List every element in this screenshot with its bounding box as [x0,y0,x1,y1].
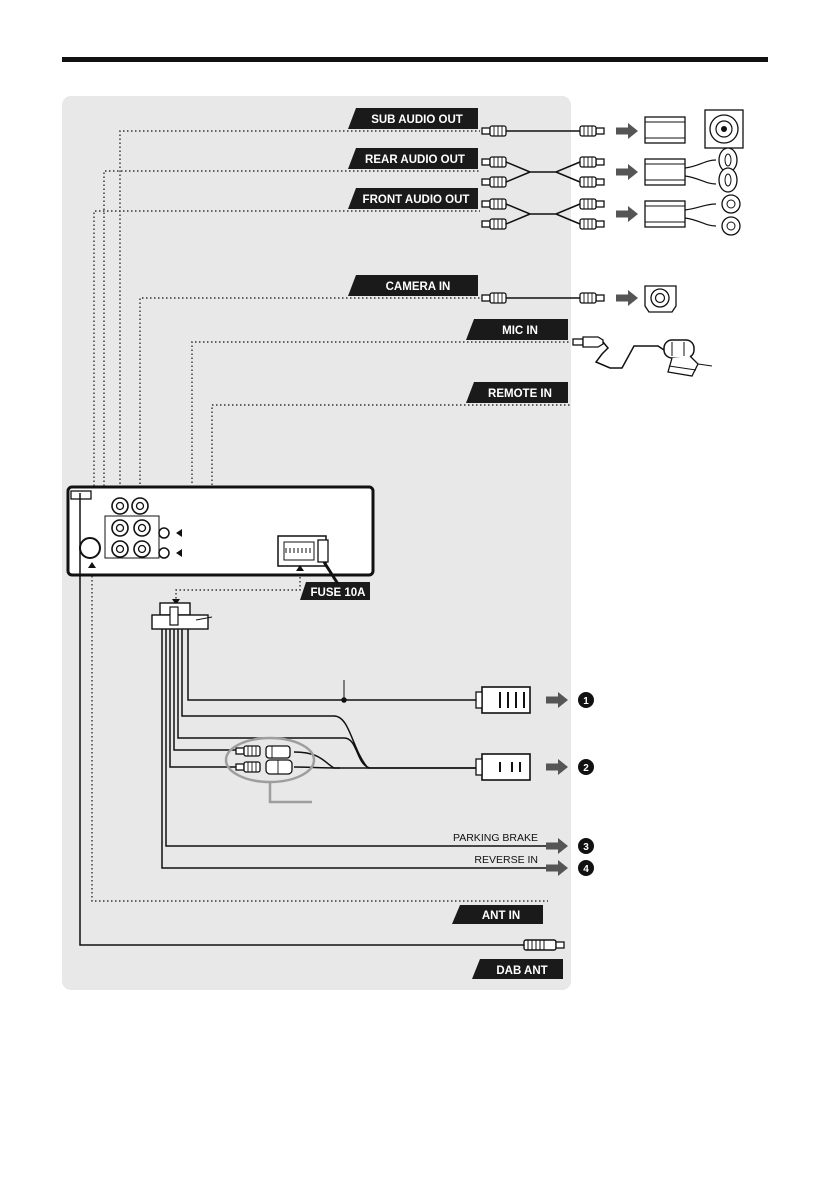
svg-text:FUSE 10A: FUSE 10A [311,587,366,599]
svg-text:3: 3 [583,842,589,853]
arrow-camera [616,290,638,306]
arrow-rear [616,164,638,180]
mic-in-tag: MIC IN [466,319,568,340]
svg-text:1: 1 [583,696,589,707]
callout-badge-4: 4 [578,860,594,876]
arrow-front [616,206,638,222]
front-audio-out-tag: FRONT AUDIO OUT [348,188,478,209]
dab-antenna-plug-icon [524,940,564,950]
svg-text:REAR AUDIO OUT: REAR AUDIO OUT [365,154,465,166]
callout-badge-1: 1 [578,692,594,708]
header-rule [62,57,768,62]
front-amplifier-icon [645,195,740,235]
vehicle-connector-2-icon [476,754,530,780]
dab-port-icon [71,491,91,499]
vehicle-connector-1-icon [476,687,530,713]
dab-ant-tag: DAB ANT [472,959,563,979]
reverse-in-label: REVERSE IN [474,854,538,866]
callout-badge-3: 3 [578,838,594,854]
svg-text:ANT IN: ANT IN [482,910,520,922]
head-unit-rear-panel [68,487,373,584]
camera-in-tag: CAMERA IN [348,275,478,296]
ant-in-tag: ANT IN [452,905,543,924]
svg-text:REMOTE IN: REMOTE IN [488,388,552,400]
svg-text:MIC IN: MIC IN [502,325,538,337]
svg-text:FRONT AUDIO OUT: FRONT AUDIO OUT [363,194,470,206]
fm-antenna-port-icon [80,538,100,558]
svg-text:DAB ANT: DAB ANT [496,965,547,977]
sub-audio-out-tag: SUB AUDIO OUT [348,108,478,129]
subwoofer-amplifier-icon [645,110,743,148]
camera-icon [645,286,676,312]
parking-brake-label: PARKING BRAKE [453,832,538,844]
svg-text:SUB AUDIO OUT: SUB AUDIO OUT [371,114,463,126]
svg-text:2: 2 [583,763,589,774]
microphone-icon [573,337,712,376]
rear-audio-out-tag: REAR AUDIO OUT [348,148,478,169]
remote-in-tag: REMOTE IN [466,382,568,403]
rear-amplifier-icon [645,148,737,192]
fuse-tag: FUSE 10A [300,582,370,600]
arrow-sub [616,123,638,139]
svg-text:4: 4 [583,864,589,875]
callout-badge-2: 2 [578,759,594,775]
fuse-icon [318,540,328,562]
svg-text:CAMERA IN: CAMERA IN [386,281,451,293]
